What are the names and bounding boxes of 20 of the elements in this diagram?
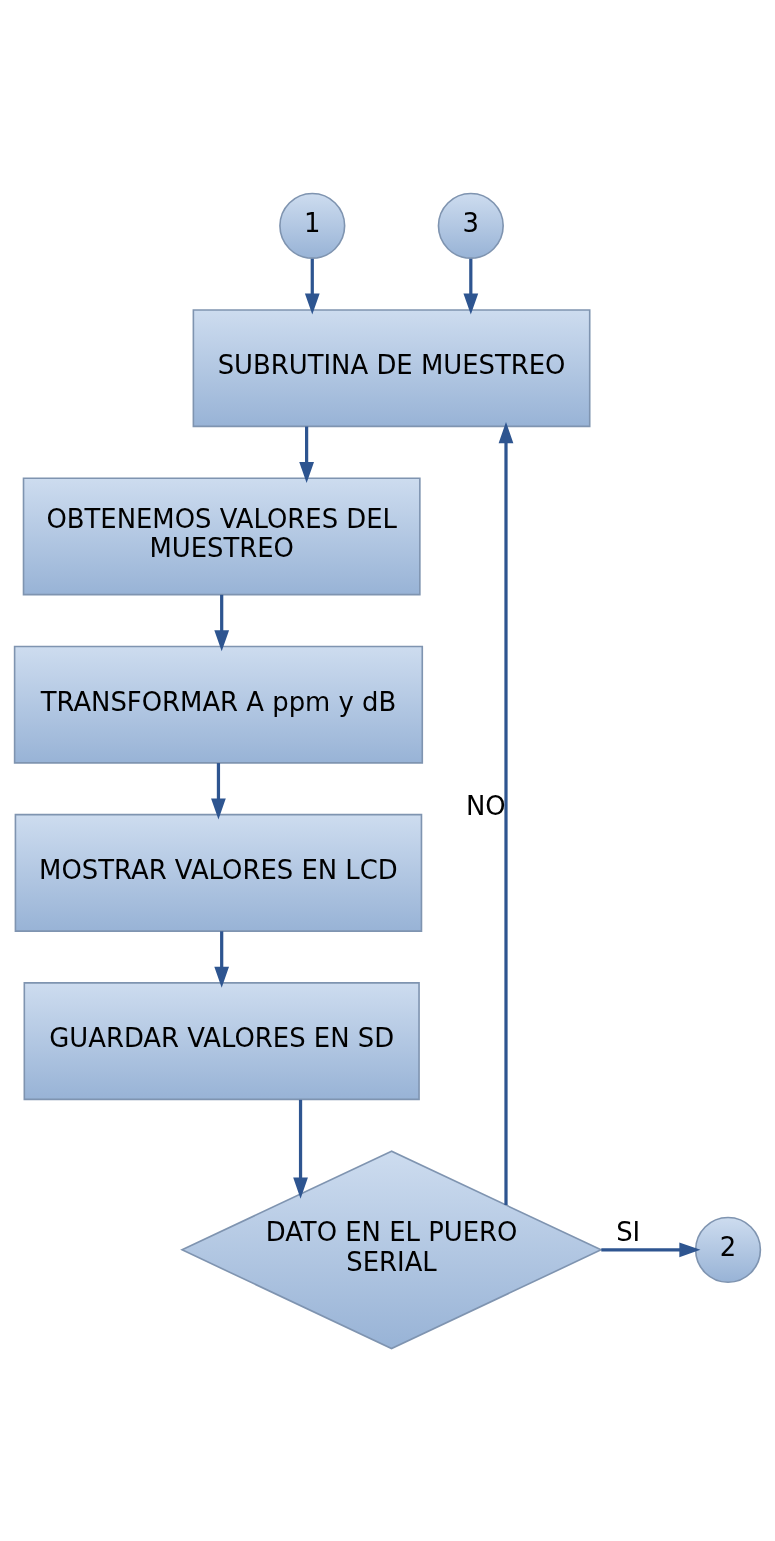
arrow <box>463 258 479 315</box>
node-box: TRANSFORMAR A ppm y dB <box>13 645 424 764</box>
arrow <box>293 1099 308 1199</box>
arrow <box>299 426 314 483</box>
node-circle: 3 <box>437 192 504 259</box>
edge-label: SI <box>616 1216 641 1247</box>
node-box: GUARDAR VALORES EN SD <box>23 981 420 1100</box>
arrow <box>498 421 514 1205</box>
edge-label: NO <box>465 790 506 821</box>
arrow <box>601 1241 701 1257</box>
node-circle: 2 <box>694 1216 762 1283</box>
node-box: SUBRUTINA DE MUESTREO <box>192 308 591 427</box>
arrow <box>214 594 230 651</box>
node-box: MOSTRAR VALORES EN LCD <box>14 813 423 932</box>
node-diamond: DATO EN EL PUERO SERIAL <box>180 1149 603 1349</box>
arrow <box>214 930 230 988</box>
node-circle: 1 <box>279 192 346 259</box>
arrow <box>304 258 320 315</box>
node-box: OBTENEMOS VALORES DEL MUESTREO <box>22 476 421 595</box>
arrow <box>211 762 226 820</box>
